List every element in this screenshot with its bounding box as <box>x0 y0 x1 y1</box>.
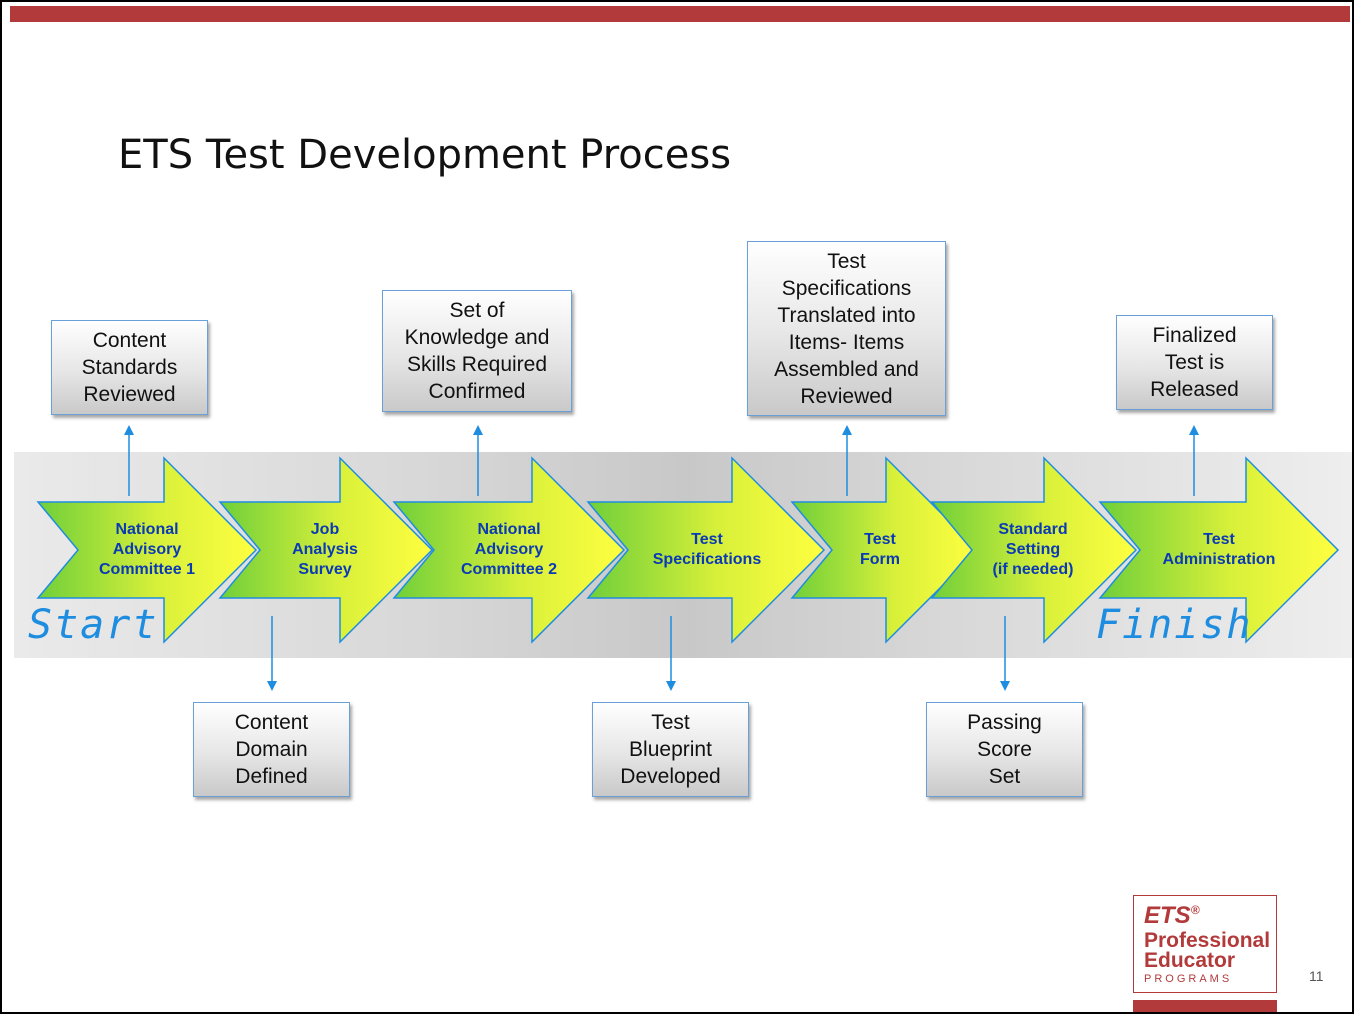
process-arrow-1 <box>36 456 258 644</box>
finish-label: Finish <box>1096 602 1253 648</box>
logo-brand: ETS <box>1144 902 1191 929</box>
process-arrow-5 <box>790 456 980 644</box>
logo-line2: Educator <box>1144 949 1236 972</box>
top-accent-bar <box>10 6 1350 22</box>
slide-title: ETS Test Development Process <box>118 132 732 178</box>
process-arrow-2 <box>218 456 434 644</box>
process-arrow-7 <box>1098 456 1340 644</box>
process-arrow-3 <box>392 456 626 644</box>
page-number: 11 <box>1309 968 1324 984</box>
logo-line3: PROGRAMS <box>1144 973 1233 985</box>
process-arrow-4 <box>586 456 826 644</box>
start-label: Start <box>28 602 159 648</box>
ets-logo: ETS® Professional Educator PROGRAMS <box>1133 895 1277 993</box>
logo-line1: Professional <box>1144 929 1271 952</box>
logo-bar <box>1133 1000 1277 1012</box>
process-arrow-6 <box>930 456 1138 644</box>
